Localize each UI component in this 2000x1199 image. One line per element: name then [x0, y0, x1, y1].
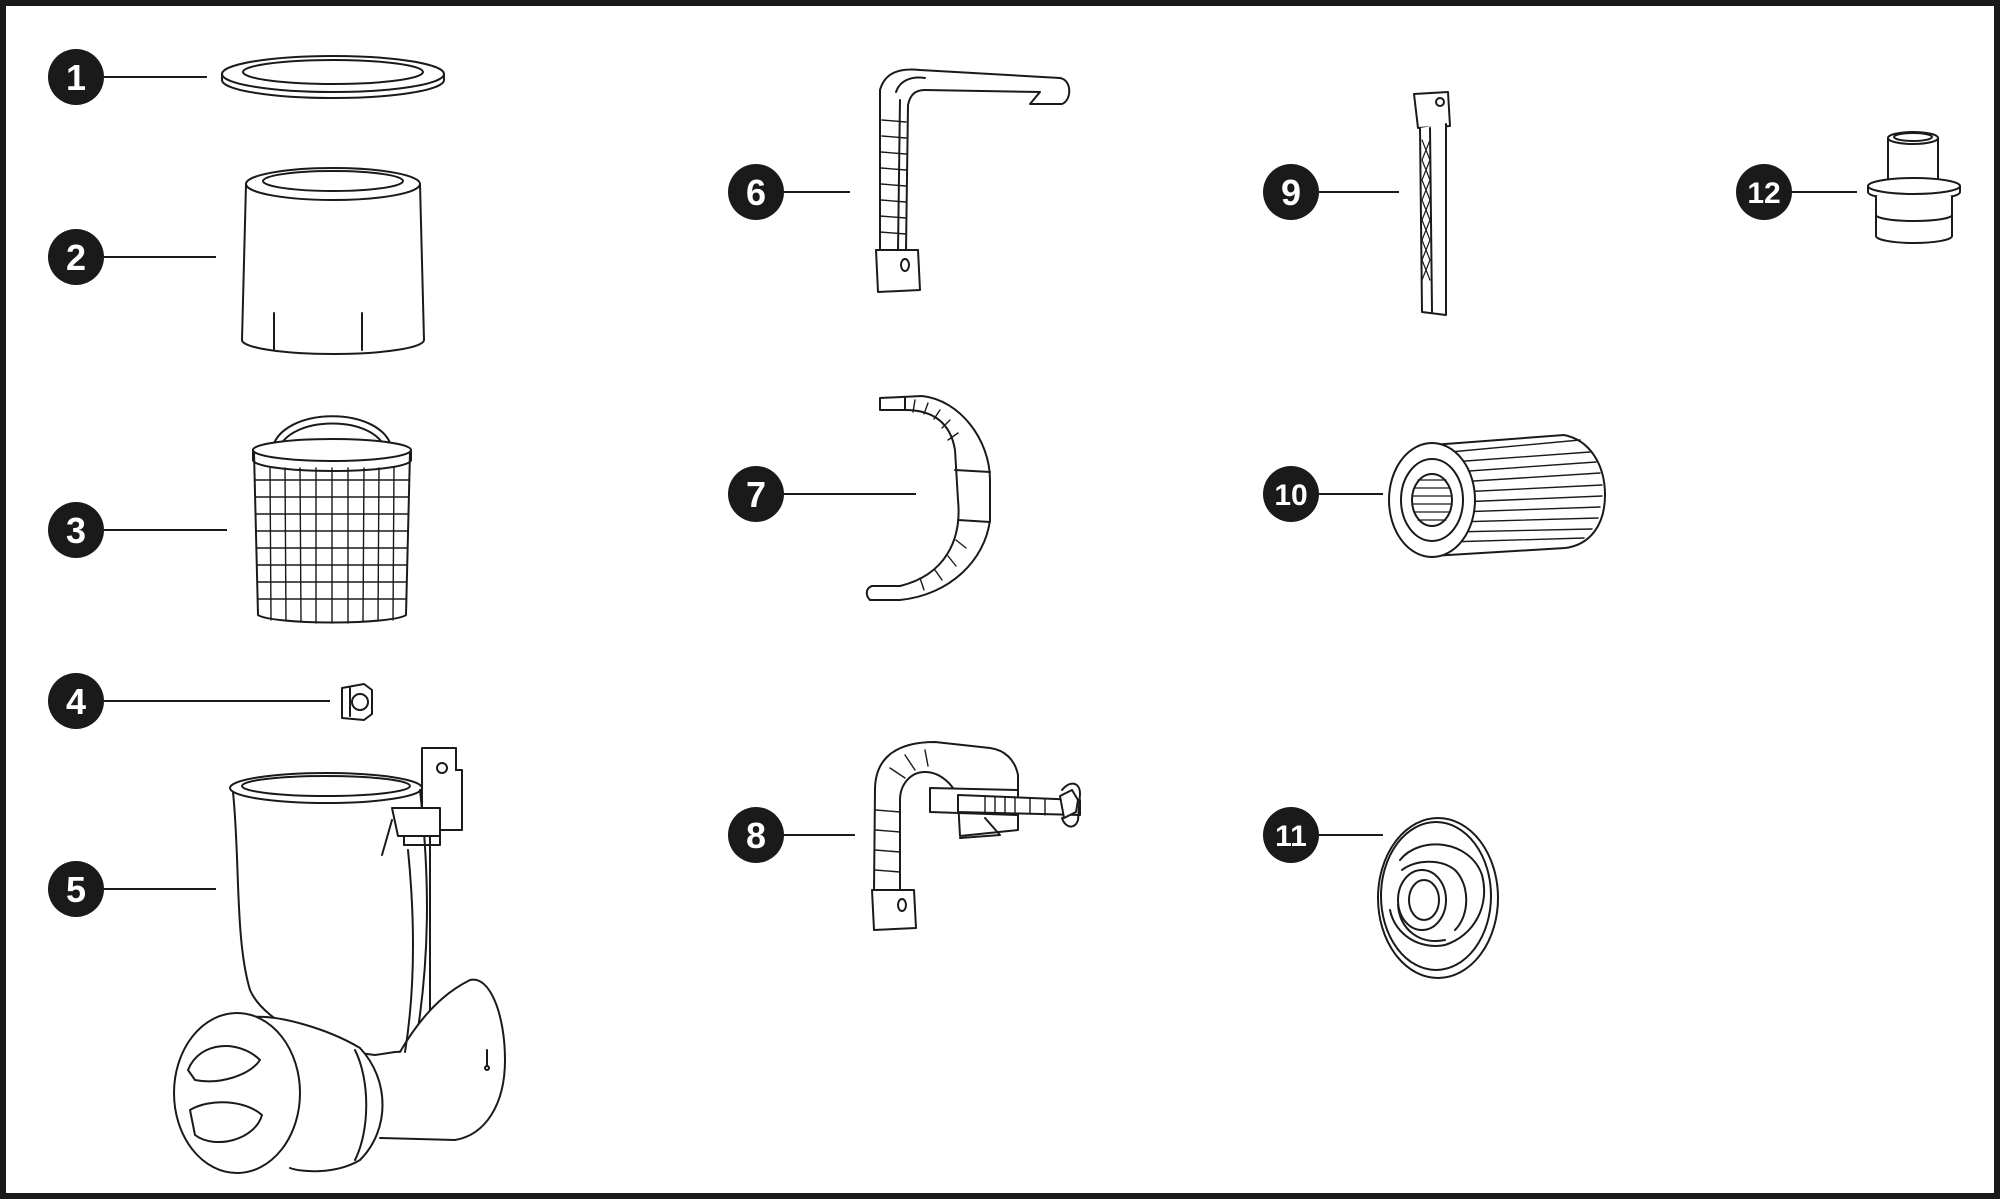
- part-label-6: 6: [728, 164, 850, 220]
- part-label-8: 8: [728, 807, 855, 863]
- l-bracket-icon: [875, 68, 1071, 293]
- part-label-2: 2: [48, 229, 216, 285]
- hose-adapter-icon: [1867, 131, 1961, 244]
- curved-bracket-icon: [865, 395, 991, 601]
- mesh-basket-icon: [252, 415, 412, 624]
- part-label-4: 4: [48, 673, 330, 729]
- part-number-8: 8: [746, 815, 766, 856]
- part-label-7: 7: [728, 466, 916, 522]
- cylinder-housing-icon: [241, 167, 425, 355]
- part-number-12: 12: [1747, 177, 1780, 210]
- part-number-11: 11: [1275, 820, 1307, 853]
- inlet-fitting-icon: [1377, 817, 1499, 979]
- part-label-3: 3: [48, 502, 227, 558]
- part-number-6: 6: [746, 172, 766, 213]
- part-label-12: 12: [1736, 164, 1857, 220]
- part-number-9: 9: [1281, 172, 1301, 213]
- clamp-bracket-icon: [871, 741, 1081, 931]
- part-number-10: 10: [1274, 479, 1307, 512]
- part-label-5: 5: [48, 861, 216, 917]
- part-number-4: 4: [66, 681, 86, 722]
- part-number-5: 5: [66, 869, 86, 910]
- part-label-9: 9: [1263, 164, 1399, 220]
- part-number-1: 1: [66, 57, 86, 98]
- part-label-11: 11: [1263, 807, 1383, 863]
- part-number-3: 3: [66, 510, 86, 551]
- part-number-2: 2: [66, 237, 86, 278]
- part-number-7: 7: [746, 474, 766, 515]
- filter-cartridge-icon: [1388, 434, 1606, 558]
- gasket-ring-icon: [221, 55, 445, 99]
- part-label-1: 1: [48, 49, 207, 105]
- rod-icon: [1413, 91, 1451, 316]
- part-label-10: 10: [1263, 466, 1383, 522]
- skimmer-body-icon: [173, 747, 506, 1174]
- nut-icon: [341, 683, 373, 721]
